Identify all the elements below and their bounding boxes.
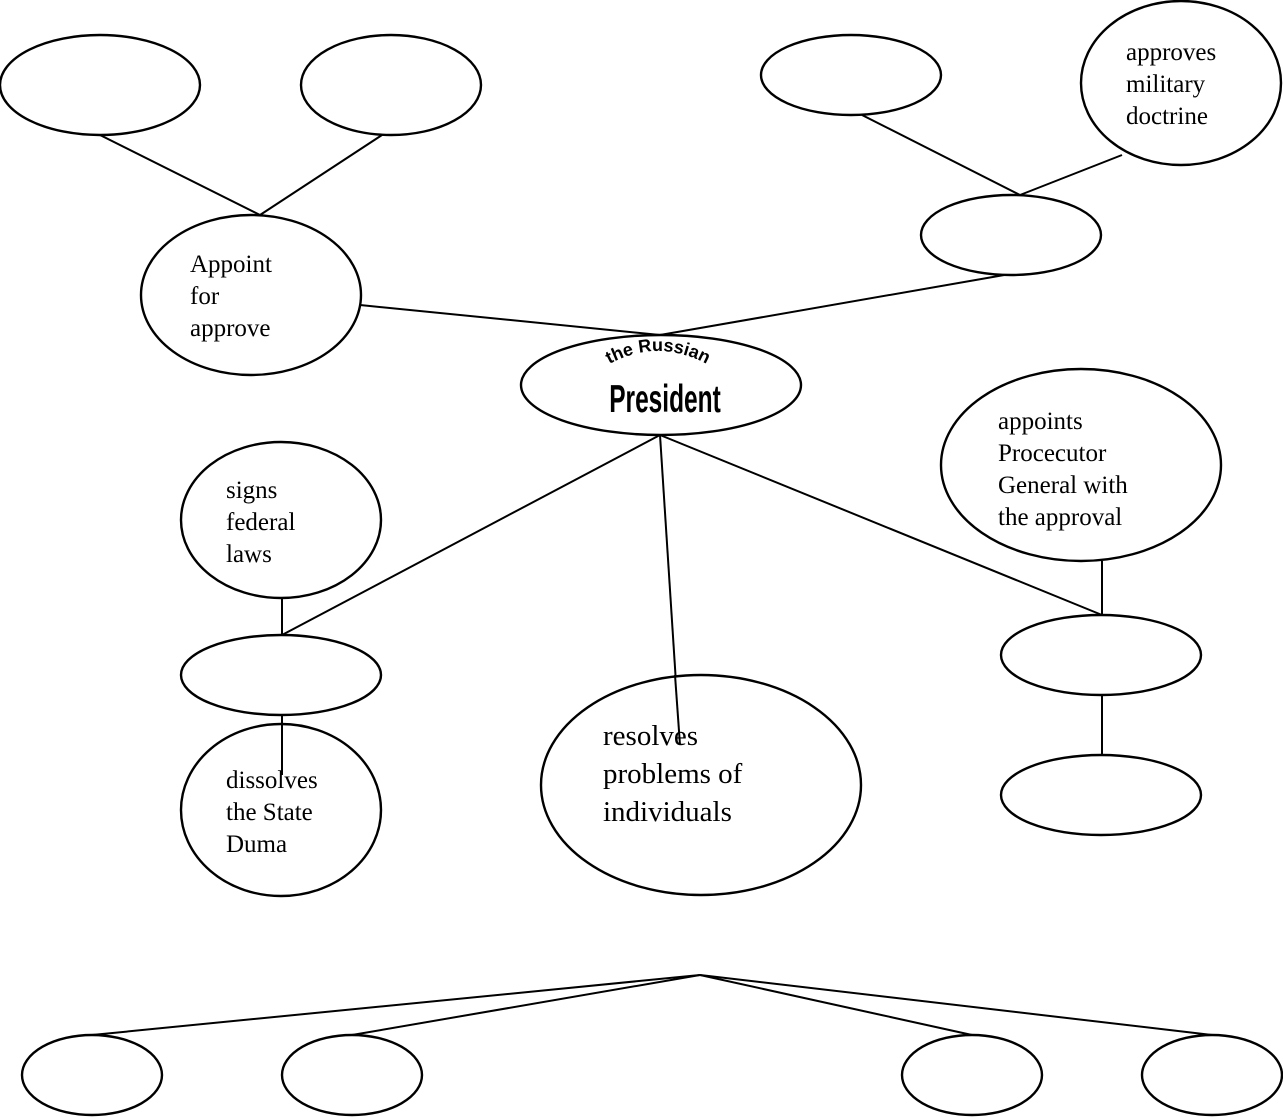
edge-right-top-a — [861, 114, 1021, 196]
edge-left-top-b — [259, 134, 383, 216]
empty-node-top-left-1 — [0, 33, 202, 137]
empty-node-top-left-2 — [299, 33, 483, 137]
empty-node-right-lower — [999, 753, 1203, 837]
empty-node-right-mid — [999, 613, 1203, 697]
empty-node-bottom-4 — [1140, 1033, 1283, 1117]
edge-fan-1 — [91, 974, 701, 1036]
node-president — [519, 333, 803, 437]
empty-node-right-upper — [919, 193, 1103, 277]
label-duma: dissolves the State Duma — [226, 767, 324, 858]
empty-node-bottom-2 — [280, 1033, 424, 1117]
node-individuals — [539, 673, 863, 897]
node-military-doctrine — [1079, 0, 1283, 167]
edge-center-left-mid — [281, 434, 661, 636]
empty-node-bottom-1 — [20, 1033, 164, 1117]
label-military-doctrine: approves military doctrine — [1126, 39, 1223, 130]
label-individuals: resolves problems of individuals — [603, 720, 750, 828]
connectors — [91, 114, 1213, 1036]
edge-fan-2 — [351, 974, 701, 1036]
edge-center-individuals-overlay — [674, 674, 681, 746]
edge-right-center — [659, 273, 1011, 336]
empty-node-bottom-3 — [900, 1033, 1044, 1117]
label-appoint: Appoint for approve — [190, 251, 278, 342]
edge-right-top-b — [1019, 154, 1123, 196]
edge-fan-4 — [699, 974, 1213, 1036]
edge-center-right-mid — [659, 434, 1103, 616]
node-federal-laws — [179, 440, 383, 600]
label-procecutor: appoints Procecutor General with the app… — [998, 408, 1134, 531]
label-federal-laws: signs federal laws — [226, 477, 302, 568]
empty-node-top-right-1 — [759, 33, 943, 117]
node-appoint — [139, 213, 363, 377]
edge-fan-3 — [699, 974, 973, 1036]
center-title-main: President — [609, 376, 721, 420]
empty-node-left-mid — [179, 633, 383, 717]
edge-appoint-center — [359, 304, 661, 336]
edge-left-top-a — [99, 134, 261, 216]
node-procecutor — [939, 367, 1223, 563]
